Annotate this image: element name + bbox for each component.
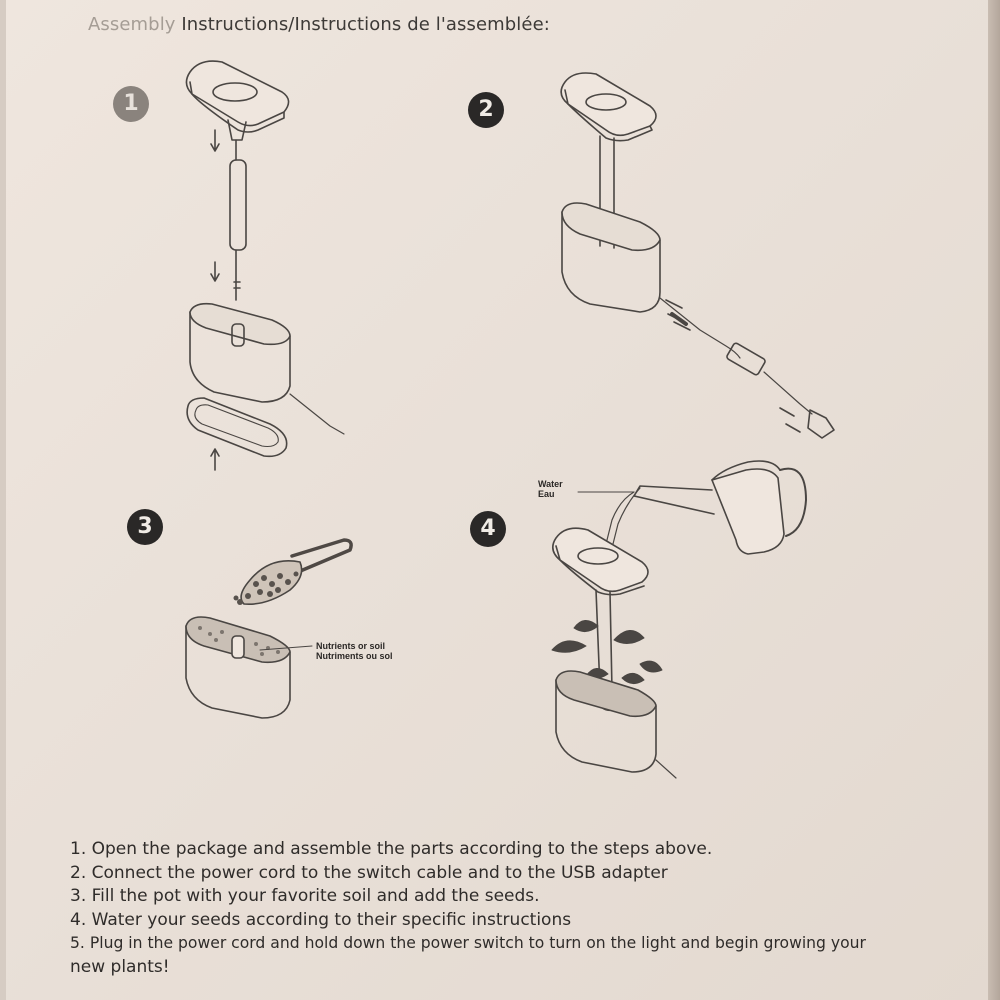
- step2-illustration: [560, 72, 835, 439]
- nutrients-label-en: Nutrients or soil: [316, 641, 386, 651]
- step-line-2: 2. Connect the power cord to the switch …: [70, 862, 668, 883]
- nutrients-label: Nutrients or soil Nutriments ou sol: [316, 641, 393, 661]
- step-line-1: 1. Open the package and assemble the par…: [70, 839, 713, 859]
- step4-illustration: [551, 460, 807, 779]
- instruction-steps: 1. Open the package and assemble the par…: [70, 838, 970, 979]
- step-4-badge: 4: [470, 511, 506, 547]
- page-title: Assembly Instructions/Instructions de l'…: [88, 14, 550, 35]
- step-2-badge: 2: [468, 92, 504, 128]
- step-line-4: 4. Water your seeds according to their s…: [70, 909, 572, 930]
- water-label: Water Eau: [538, 479, 563, 499]
- step-1-badge: 1: [113, 86, 149, 122]
- step-3-badge: 3: [127, 509, 163, 545]
- title-faded-word: Assembly: [88, 14, 176, 35]
- step-line-5-cont: new plants!: [70, 956, 170, 977]
- page-right-edge: [988, 0, 1000, 1000]
- step-line-5: 5. Plug in the power cord and hold down …: [70, 934, 866, 952]
- water-label-en: Water: [538, 479, 563, 489]
- water-label-fr: Eau: [538, 489, 555, 499]
- nutrients-label-fr: Nutriments ou sol: [316, 651, 393, 661]
- page-left-edge: [0, 0, 6, 1000]
- step-line-3: 3. Fill the pot with your favorite soil …: [70, 886, 540, 906]
- step3-illustration: [185, 538, 353, 719]
- title-text: Instructions/Instructions de l'assemblée…: [175, 14, 550, 35]
- step1-illustration: [185, 60, 345, 471]
